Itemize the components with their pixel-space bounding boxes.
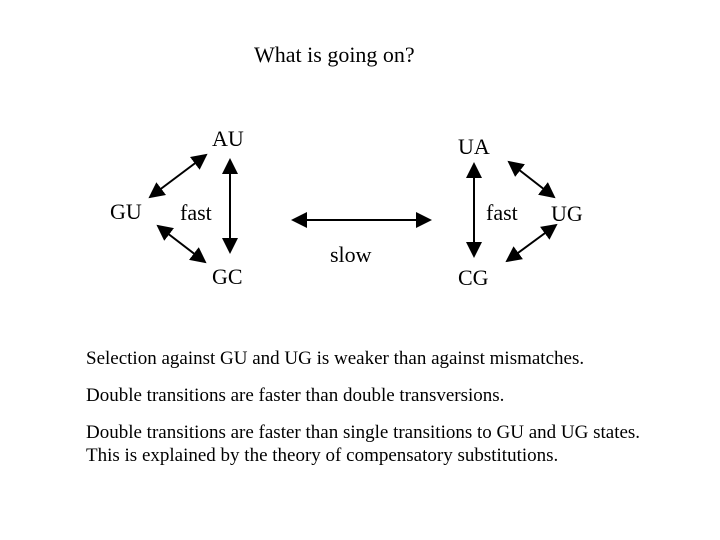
rate-label-left-fast: fast: [180, 200, 212, 225]
rate-label-slow: slow: [330, 242, 372, 267]
node-ug: UG: [551, 201, 583, 226]
slide-title: What is going on?: [254, 42, 415, 67]
rate-label-right-fast: fast: [486, 200, 518, 225]
note-3: Double transitions are faster than singl…: [86, 422, 641, 443]
arrow-gu-gc: [156, 224, 207, 264]
arrow-cg-ug: [505, 223, 558, 263]
note-4: This is explained by the theory of compe…: [86, 445, 559, 466]
node-au: AU: [212, 126, 244, 151]
arrow-ua-ug: [507, 160, 556, 199]
node-gu: GU: [110, 199, 142, 224]
node-gc: GC: [212, 264, 243, 289]
note-2: Double transitions are faster than doubl…: [86, 385, 505, 406]
node-cg: CG: [458, 265, 489, 290]
note-1: Selection against GU and UG is weaker th…: [86, 348, 585, 369]
arrow-gu-au: [148, 153, 208, 199]
node-ua: UA: [458, 134, 490, 159]
